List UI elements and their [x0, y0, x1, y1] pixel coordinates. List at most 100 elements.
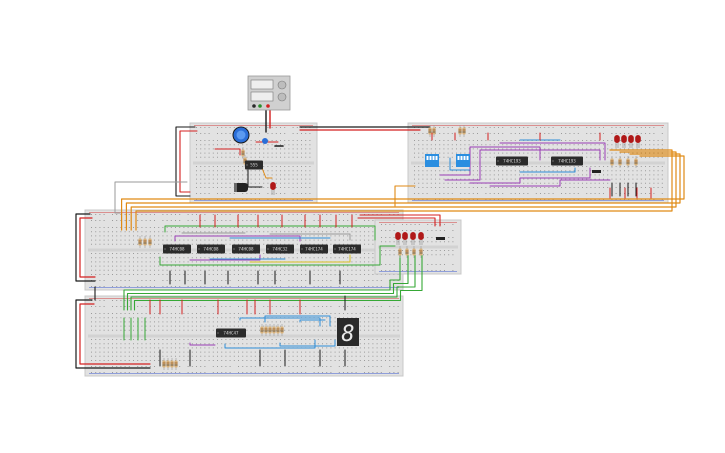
power-supply-icon [247, 75, 291, 111]
led-icon [635, 135, 641, 148]
ic-body [216, 328, 246, 338]
green-bus-wire [130, 254, 416, 311]
counter-wire [499, 142, 606, 161]
dip-switch-icon [425, 154, 439, 167]
resistor-icon [143, 236, 147, 248]
seven-segment-body [337, 318, 359, 346]
ic-notch [198, 248, 200, 250]
ic-label: 74HC193 [503, 159, 521, 164]
resistor-body [428, 127, 432, 135]
led-icon [418, 232, 424, 245]
led-icon [614, 135, 620, 148]
led-icon [395, 232, 401, 245]
power-supply-display [250, 79, 274, 90]
seven-segment-display-icon: 8 [337, 318, 359, 347]
orange-bus-wire [135, 149, 673, 231]
logic-wire [249, 254, 351, 263]
dip-switch-body [456, 154, 470, 167]
dip-switch-toggle [460, 156, 463, 160]
ic-logic-gate: 74HC08 [163, 244, 191, 254]
ic-notch [301, 248, 303, 250]
ic-notch [334, 248, 336, 250]
ic-label: 74HC08 [203, 247, 219, 252]
resistor-icon [138, 236, 142, 248]
capacitor-icon [234, 183, 248, 192]
resistor-icon [260, 324, 264, 336]
green-bus-wire [133, 254, 423, 311]
ic-notch [246, 164, 248, 166]
ic-notch [497, 160, 499, 162]
resistor-body [166, 360, 170, 368]
jumper-block-icon [436, 237, 445, 240]
signal-wire [114, 181, 188, 214]
potentiometer-icon [232, 126, 250, 144]
ic-body [197, 244, 225, 254]
terminal-neutral [258, 104, 262, 108]
resistor-icon [428, 125, 432, 137]
resistor-body [610, 158, 614, 166]
resistor-body [412, 248, 416, 256]
resistor-body [280, 326, 284, 334]
resistor-body [626, 158, 630, 166]
ic-555-timer: 555 [245, 160, 263, 170]
led-icon [621, 135, 627, 148]
ic-label: 74HC174 [338, 247, 356, 252]
dip-switch-icon [456, 154, 470, 167]
led-lens [621, 135, 627, 143]
ic-label: 74HC32 [272, 247, 288, 252]
resistor-body [148, 238, 152, 246]
ic-logic-gate: 74HC174 [333, 244, 361, 254]
orange-bus-wire [125, 153, 681, 231]
dip-switch-toggle [426, 156, 429, 160]
resistor-icon [162, 358, 166, 370]
green-bus-wire [123, 254, 401, 311]
ic-body [266, 244, 294, 254]
breadboard-small-right [374, 219, 462, 275]
ic-bcd-decoder: 74HC47 [216, 328, 246, 338]
led-lens [402, 232, 408, 240]
resistor-icon [166, 358, 170, 370]
led-icon [628, 135, 634, 148]
ic-notch [552, 160, 554, 162]
ic-logic-gate: 74HC08 [197, 244, 225, 254]
power-supply-knob [277, 92, 287, 102]
resistor-body [276, 326, 280, 334]
ic-label: 74HC193 [558, 159, 576, 164]
rail-link-wire [359, 214, 441, 227]
resistor-icon [412, 246, 416, 258]
resistor-icon [398, 246, 402, 258]
ic-body [245, 160, 263, 170]
resistor-body [458, 127, 462, 135]
led-lens [628, 135, 634, 143]
ic-logic-gate: 74HC32 [266, 244, 294, 254]
counter-wire [489, 179, 611, 187]
counter-wire [519, 167, 576, 173]
resistor-icon [174, 358, 178, 370]
ic-body [300, 244, 328, 254]
resistor-icon [264, 324, 268, 336]
resistor-body [432, 127, 436, 135]
segment-wire [279, 339, 336, 347]
orange-bus-wire [130, 151, 677, 231]
breadboard-channel [378, 245, 458, 249]
ic-label: 555 [250, 163, 258, 168]
segment-wire [189, 342, 216, 346]
resistor-icon [419, 246, 423, 258]
dip-switch-toggle [432, 156, 435, 160]
resistor-body [618, 158, 622, 166]
led-icon [270, 182, 276, 195]
segment-wire [299, 319, 326, 323]
power-supply-knob [277, 80, 287, 90]
rail-link-wire [179, 130, 198, 193]
logic-wire [269, 233, 351, 241]
segment-wire [264, 315, 331, 327]
orange-bus-wire [394, 185, 416, 207]
ic-label: 74HC47 [223, 331, 239, 336]
rail-link-wire [175, 126, 196, 197]
resistor-icon [405, 246, 409, 258]
resistor-body [170, 360, 174, 368]
rail-link-wire [79, 303, 151, 365]
ic-body [551, 156, 583, 166]
